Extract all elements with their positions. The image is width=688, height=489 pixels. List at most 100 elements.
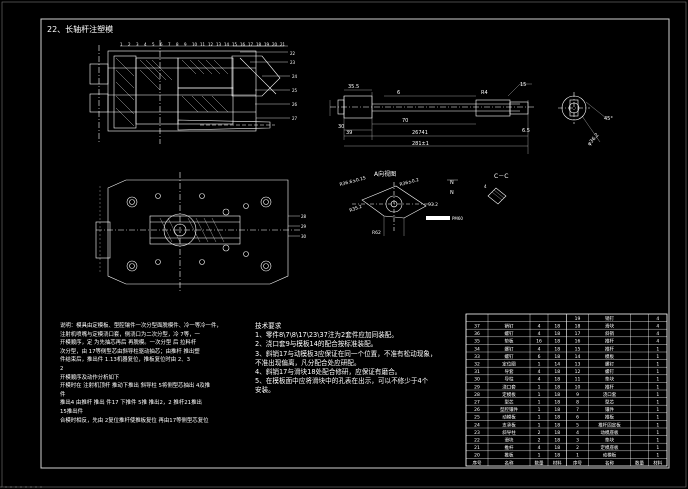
note-line: 件结束后，推出件 1.13机器复位，推板复位时由 2、3 <box>60 357 191 364</box>
table-cell: 11 <box>575 377 581 383</box>
table-cell: 推杆 <box>605 383 614 390</box>
tech-note-line: 2、浇口套9与模板14的配合按标准装配。 <box>255 340 378 349</box>
table-cell: 推杆 <box>605 345 614 352</box>
note-line: 15推出件 <box>60 408 84 415</box>
svg-text:2: 2 <box>128 42 131 47</box>
table-cell: 1 <box>538 384 541 390</box>
table-cell: 18 <box>554 354 560 360</box>
table-cell: 22 <box>474 438 480 444</box>
table-cell: 1 <box>656 392 659 398</box>
note-line: 开模顺序，定 为先抽芯再后 再脱模。一次分型 后 拉料杆 <box>60 340 197 347</box>
svg-text:11: 11 <box>200 42 206 47</box>
note-line: 注射机喷嘴与定模浇口套，侧浇口为二次分型，冷 7等，一 <box>60 331 200 338</box>
svg-text:20: 20 <box>272 42 278 47</box>
table-cell: 19 <box>575 316 581 322</box>
table-cell: 2 <box>538 430 541 436</box>
table-cell: 18 <box>554 400 560 406</box>
svg-text:1: 1 <box>120 42 123 47</box>
table-cell: 斜导柱 <box>502 429 516 436</box>
table-cell: 32 <box>474 362 480 368</box>
table-cell: 18 <box>554 392 560 398</box>
svg-text:10: 10 <box>192 42 198 47</box>
table-cell: 滑块 <box>505 437 514 444</box>
table-cell: 1 <box>656 354 659 360</box>
table-cell: 18 <box>554 346 560 352</box>
svg-text:9: 9 <box>184 42 187 47</box>
table-cell: 动模板 <box>603 452 617 459</box>
table-cell: 螺钉 <box>605 361 614 368</box>
table-cell: 1 <box>656 400 659 406</box>
table-cell: 斜销 <box>605 330 614 337</box>
dim-r36: R36±0.2 <box>399 177 420 188</box>
table-cell: 12 <box>575 369 581 375</box>
tech-note-line: 安装。 <box>255 386 275 395</box>
table-cell: 螺钉 <box>505 353 514 360</box>
table-header-cell: 序号 <box>573 459 582 466</box>
table-cell: 推杆 <box>505 444 514 451</box>
table-cell: 4 <box>576 430 579 436</box>
table-cell: 推杆固定板 <box>598 421 621 428</box>
note-line: 说明：模具由定模板、型腔镶件一次分型面脱模件、冷一等冷一件， <box>60 323 222 329</box>
svg-text:12: 12 <box>208 42 214 47</box>
table-cell: 1 <box>656 453 659 459</box>
table-cell: 螺钉 <box>605 368 614 375</box>
table-cell: 2 <box>576 445 579 451</box>
tech-note-line: 不准出现偏离，凡分配合处应研配。 <box>255 358 361 367</box>
tech-note-line: 技术要求 <box>255 322 282 330</box>
section-n-bottom: N <box>450 190 454 196</box>
table-cell: 16 <box>575 339 581 345</box>
table-cell: 4 <box>656 339 659 345</box>
table-cell: 37 <box>474 324 480 330</box>
table-cell: 定模板 <box>502 391 516 398</box>
table-cell: 1 <box>656 445 659 451</box>
table-cell: 1 <box>656 362 659 368</box>
table-cell: 1 <box>656 438 659 444</box>
svg-text:3: 3 <box>136 42 139 47</box>
table-cell: 动模座板 <box>601 429 619 436</box>
table-cell: 型芯 <box>605 399 614 406</box>
end-view <box>558 92 607 143</box>
drawing-title: 22、长轴杆注塑模 <box>47 24 113 34</box>
section-a-label: A向视图 <box>374 170 396 178</box>
svg-text:21: 21 <box>280 42 286 47</box>
a-view-detail <box>352 182 434 236</box>
dim-35-5: 35.5 <box>348 84 359 90</box>
table-cell: 20 <box>474 453 480 459</box>
table-header-cell: 名称 <box>605 459 614 466</box>
note-line: 开模顺序及动作分析如下 <box>60 374 120 381</box>
svg-text:30: 30 <box>301 234 307 239</box>
part-dimensions: 35.5 6 R4 30 70 15 26741 281±1 6.5 39 <box>338 82 530 147</box>
dim-93-2: 93.2 <box>428 202 438 208</box>
dim-30: 30 <box>338 124 344 130</box>
table-cell: 滑块 <box>605 323 614 330</box>
table-cell: 推板 <box>605 414 614 421</box>
table-cell: 推杆 <box>605 338 614 345</box>
table-cell: 垫块 <box>605 437 614 444</box>
table-cell: 13 <box>575 362 581 368</box>
table-cell: 4 <box>656 331 659 337</box>
table-cell: 1 <box>538 400 541 406</box>
svg-text:14: 14 <box>224 42 230 47</box>
table-cell: 2 <box>538 438 541 444</box>
table-cell: 34 <box>474 346 480 352</box>
table-cell: 27 <box>474 400 480 406</box>
svg-text:25: 25 <box>292 88 298 93</box>
front-section-view <box>89 40 290 144</box>
table-cell: 动模板 <box>502 414 516 421</box>
note-line: 件 <box>60 391 66 398</box>
table-cell: 4 <box>656 324 659 330</box>
svg-text:23: 23 <box>290 60 296 65</box>
table-header-cell: 材料 <box>653 459 662 466</box>
table-cell: 18 <box>554 453 560 459</box>
table-cell: 4 <box>538 346 541 352</box>
table-cell: 导套 <box>505 368 514 375</box>
note-line: 2 <box>60 365 64 372</box>
svg-text:18: 18 <box>256 42 262 47</box>
dim-70: 70 <box>402 118 408 124</box>
table-cell: 23 <box>474 430 480 436</box>
dim-26741: 26741 <box>412 130 428 136</box>
table-cell: 1 <box>656 377 659 383</box>
table-cell: 10 <box>575 384 581 390</box>
